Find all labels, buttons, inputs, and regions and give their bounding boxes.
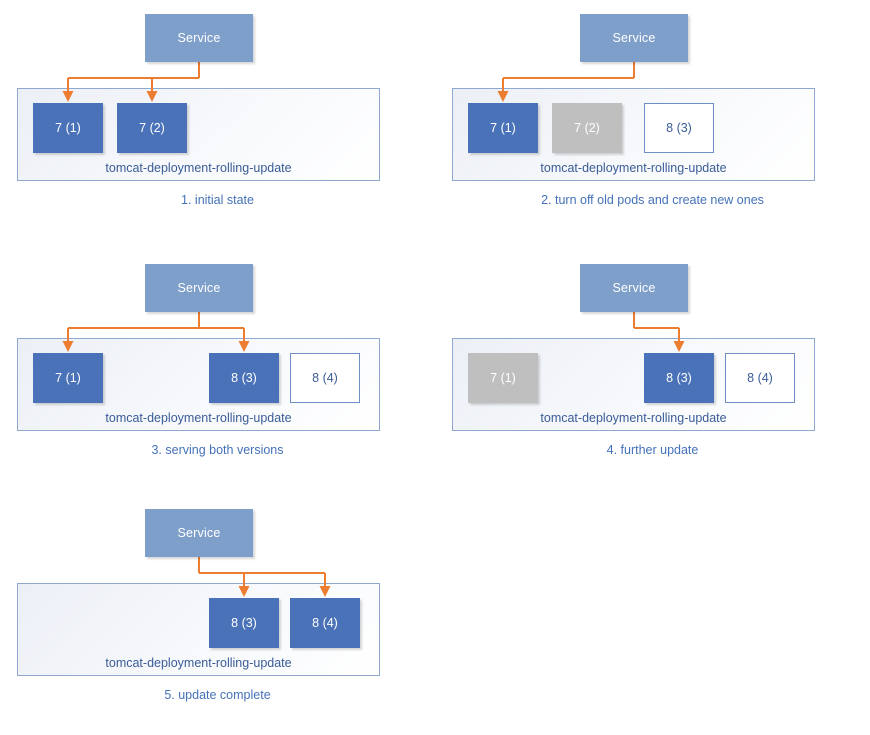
pod-8-4: 8 (4) xyxy=(725,353,795,403)
panel-caption: 4. further update xyxy=(606,443,699,457)
deployment-label: tomcat-deployment-rolling-update xyxy=(540,410,727,425)
service-box: Service xyxy=(145,509,253,557)
pod-label: 7 (1) xyxy=(490,370,516,385)
pod-label: 8 (4) xyxy=(747,370,773,385)
service-label: Service xyxy=(177,30,221,45)
pod-7-1: 7 (1) xyxy=(468,353,538,403)
service-label: Service xyxy=(612,280,656,295)
pod-label: 7 (1) xyxy=(490,120,516,135)
pod-label: 7 (1) xyxy=(55,370,81,385)
pod-8-3: 8 (3) xyxy=(209,598,279,648)
pod-label: 7 (2) xyxy=(574,120,600,135)
service-label: Service xyxy=(177,280,221,295)
deployment-label: tomcat-deployment-rolling-update xyxy=(105,160,292,175)
service-label: Service xyxy=(612,30,656,45)
panel-caption: 1. initial state xyxy=(181,193,254,207)
pod-label: 7 (1) xyxy=(55,120,81,135)
service-box: Service xyxy=(145,264,253,312)
panel-1: tomcat-deployment-rolling-update 7 (1) 7 (… xyxy=(0,0,435,240)
panel-5: tomcat-deployment-rolling-update 8 (3) 8 (… xyxy=(0,495,435,735)
panel-caption: 2. turn off old pods and create new ones xyxy=(541,193,764,207)
deployment-label: tomcat-deployment-rolling-update xyxy=(105,655,292,670)
pod-7-1: 7 (1) xyxy=(468,103,538,153)
pod-8-3: 8 (3) xyxy=(644,353,714,403)
pod-7-1: 7 (1) xyxy=(33,103,103,153)
rolling-update-diagram: tomcat-deployment-rolling-update 7 (1) 7 (… xyxy=(0,0,870,701)
pod-7-2: 7 (2) xyxy=(117,103,187,153)
pod-label: 8 (4) xyxy=(312,615,338,630)
pod-8-3: 8 (3) xyxy=(644,103,714,153)
pod-label: 8 (3) xyxy=(231,615,257,630)
pod-label: 8 (4) xyxy=(312,370,338,385)
pod-label: 8 (3) xyxy=(666,120,692,135)
deployment-label: tomcat-deployment-rolling-update xyxy=(540,160,727,175)
deployment-label: tomcat-deployment-rolling-update xyxy=(105,410,292,425)
service-label: Service xyxy=(177,525,221,540)
pod-label: 8 (3) xyxy=(231,370,257,385)
panel-caption: 5. update complete xyxy=(164,688,271,702)
pod-8-3: 8 (3) xyxy=(209,353,279,403)
panel-caption: 3. serving both versions xyxy=(151,443,284,457)
pod-7-2: 7 (2) xyxy=(552,103,622,153)
pod-8-4: 8 (4) xyxy=(290,353,360,403)
pod-8-4: 8 (4) xyxy=(290,598,360,648)
panel-2: tomcat-deployment-rolling-update 7 (1) 7 (… xyxy=(435,0,870,240)
service-box: Service xyxy=(580,264,688,312)
pod-label: 8 (3) xyxy=(666,370,692,385)
panel-3: tomcat-deployment-rolling-update 7 (1) 8 (… xyxy=(0,250,435,490)
pod-label: 7 (2) xyxy=(139,120,165,135)
panel-4: tomcat-deployment-rolling-update 7 (1) 8 (… xyxy=(435,250,870,490)
service-box: Service xyxy=(145,14,253,62)
pod-7-1: 7 (1) xyxy=(33,353,103,403)
service-box: Service xyxy=(580,14,688,62)
